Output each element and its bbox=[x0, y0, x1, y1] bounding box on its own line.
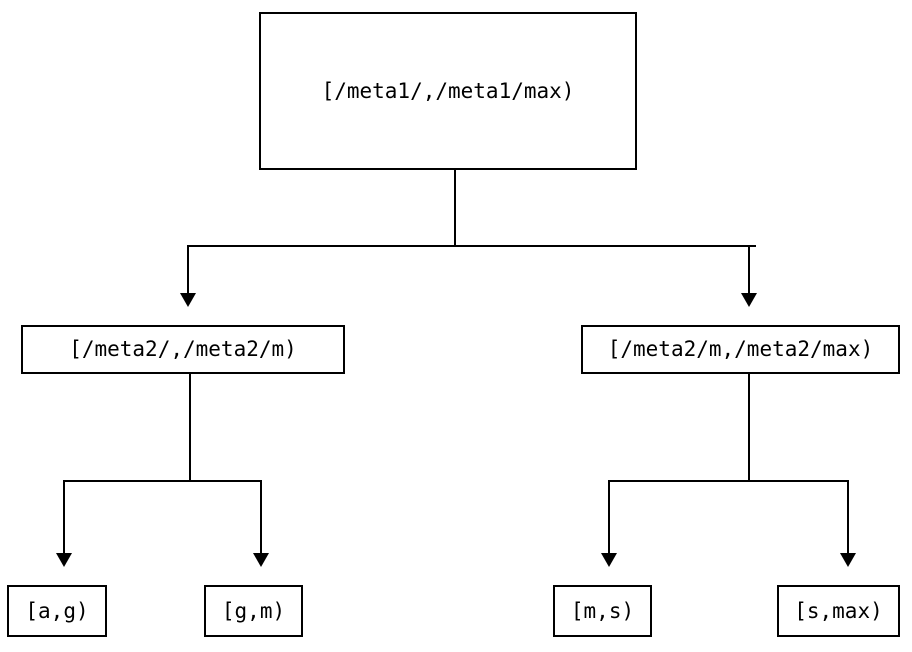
edge-level2-left-stem bbox=[189, 374, 191, 482]
arrowhead-root-to-right-icon bbox=[741, 293, 757, 307]
node-leaf-3[interactable]: [m,s) bbox=[553, 585, 652, 637]
node-root-label: [/meta1/,/meta1/max) bbox=[321, 78, 575, 103]
node-level2-right-label: [/meta2/m,/meta2/max) bbox=[607, 337, 874, 361]
edge-root-stem bbox=[454, 170, 456, 247]
edge-root-bus bbox=[187, 245, 756, 247]
node-leaf-1-label: [a,g) bbox=[25, 598, 89, 623]
arrowhead-to-leaf2-icon bbox=[253, 553, 269, 567]
edge-level2-right-to-leaf4-drop bbox=[847, 480, 849, 554]
edge-level2-left-to-leaf2-drop bbox=[260, 480, 262, 554]
edge-level2-left-to-leaf1-drop bbox=[63, 480, 65, 554]
node-leaf-2[interactable]: [g,m) bbox=[204, 585, 303, 637]
arrowhead-to-leaf4-icon bbox=[840, 553, 856, 567]
node-leaf-4-label: [s,max) bbox=[794, 598, 883, 623]
node-level2-left[interactable]: [/meta2/,/meta2/m) bbox=[21, 325, 345, 374]
edge-root-to-left-drop bbox=[187, 245, 189, 294]
arrowhead-to-leaf1-icon bbox=[56, 553, 72, 567]
node-level2-right[interactable]: [/meta2/m,/meta2/max) bbox=[581, 325, 900, 374]
node-leaf-1[interactable]: [a,g) bbox=[7, 585, 107, 637]
node-leaf-2-label: [g,m) bbox=[221, 598, 286, 623]
edge-level2-right-to-leaf3-drop bbox=[608, 480, 610, 554]
edge-level2-right-stem bbox=[748, 374, 750, 482]
node-level2-left-label: [/meta2/,/meta2/m) bbox=[69, 337, 297, 361]
node-leaf-4[interactable]: [s,max) bbox=[777, 585, 900, 637]
arrowhead-to-leaf3-icon bbox=[601, 553, 617, 567]
edge-level2-right-bus bbox=[608, 480, 849, 482]
arrowhead-root-to-left-icon bbox=[180, 293, 196, 307]
edge-level2-left-bus bbox=[63, 480, 262, 482]
edge-root-to-right-drop bbox=[748, 245, 750, 294]
node-leaf-3-label: [m,s) bbox=[570, 598, 635, 623]
node-root[interactable]: [/meta1/,/meta1/max) bbox=[259, 12, 637, 170]
